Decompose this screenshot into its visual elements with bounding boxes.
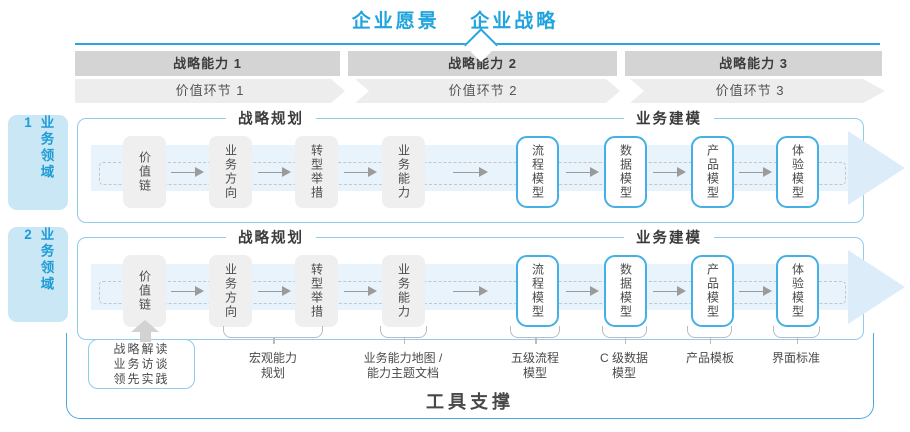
flow-arrow-icon <box>739 286 772 296</box>
domain-1-text: 业务领域 1 <box>20 115 54 181</box>
box-label: 业务能力 <box>396 144 411 200</box>
source-line: 领先实践 <box>113 371 170 386</box>
diagram-title: 企业愿景 企业战略 <box>0 6 910 33</box>
box-label: 产品模型 <box>705 263 720 319</box>
box-label: 体验模型 <box>790 144 805 200</box>
capability-bar-1-label: 战略能力 1 <box>173 56 242 71</box>
box-business-capability: 业务能力 <box>382 255 425 327</box>
bracket-icon <box>380 326 427 344</box>
flow-arrow-icon <box>566 286 599 296</box>
box-data-model: 数据模型 <box>604 255 647 327</box>
box-label: 流程模型 <box>530 144 545 200</box>
note-capability-map-docs: 业务能力地图 / 能力主题文档 <box>363 351 443 380</box>
note-c-level-data-model: C 级数据 模型 <box>599 351 649 380</box>
capability-bar-2: 战略能力 2 <box>348 51 617 76</box>
note-five-level-process-model: 五级流程 模型 <box>510 351 560 380</box>
flow-arrow-icon <box>566 167 599 177</box>
value-link-3-label: 价值环节 3 <box>715 83 785 98</box>
capability-bar-3-label: 战略能力 3 <box>719 56 788 71</box>
box-label: 业务能力 <box>396 263 411 319</box>
modeling-header: 业务建模 <box>624 107 714 129</box>
box-label: 价值链 <box>137 151 152 193</box>
capability-bar-1: 战略能力 1 <box>75 51 340 76</box>
planning-header: 战略规划 <box>226 226 316 248</box>
flow-arrow-icon <box>344 286 377 296</box>
value-link-1-label: 价值环节 1 <box>175 83 245 98</box>
box-label: 数据模型 <box>618 263 633 319</box>
bracket-icon <box>773 326 820 344</box>
planning-header: 战略规划 <box>226 107 316 129</box>
flow-arrow-icon <box>653 286 686 296</box>
flow-arrow-icon <box>653 167 686 177</box>
strategy-sources-box: 战略解读 业务访谈 领先实践 <box>88 339 195 389</box>
up-arrow-icon <box>140 331 151 342</box>
note-ui-standard: 界面标准 <box>771 351 821 365</box>
box-experience-model: 体验模型 <box>776 136 819 208</box>
domain-2-text: 业务领域 2 <box>20 227 54 293</box>
box-label: 转型举措 <box>309 144 324 200</box>
note-macro-capability-planning: 宏观能力 规划 <box>248 351 298 380</box>
modeling-header: 业务建模 <box>624 226 714 248</box>
box-label: 业务方向 <box>223 263 238 319</box>
flow-arrow-icon <box>453 286 488 296</box>
box-label: 体验模型 <box>790 263 805 319</box>
source-line: 业务访谈 <box>113 356 170 371</box>
tool-support-label: 工具支撑 <box>426 392 514 412</box>
box-label: 价值链 <box>137 270 152 312</box>
box-business-direction: 业务方向 <box>209 255 252 327</box>
domain-2-flow-row: 战略规划 业务建模 价值链 业务方向 转型举措 业务能力 流程模型 数据模型 产… <box>77 226 905 340</box>
bracket-icon <box>687 326 732 344</box>
bracket-icon <box>223 326 323 344</box>
value-link-2-label: 价值环节 2 <box>448 83 518 98</box>
box-label: 转型举措 <box>309 263 324 319</box>
title-vision: 企业愿景 <box>351 11 440 32</box>
box-label: 产品模型 <box>705 144 720 200</box>
domain-label-2: 业务领域 2 <box>8 227 68 322</box>
box-business-capability: 业务能力 <box>382 136 425 208</box>
box-product-model: 产品模型 <box>691 136 734 208</box>
domain-1-flow-row: 战略规划 业务建模 价值链 业务方向 转型举措 业务能力 流程模型 数据模型 产… <box>77 107 905 223</box>
capability-bar-2-label: 战略能力 2 <box>448 56 517 71</box>
flow-arrow-icon <box>258 286 291 296</box>
flow-arrow-icon <box>171 286 204 296</box>
flow-band-arrowhead-icon <box>848 250 905 324</box>
flow-arrow-icon <box>344 167 377 177</box>
dashed-track <box>99 162 846 185</box>
tool-support-container: 工具支撑 <box>66 333 874 419</box>
box-process-model: 流程模型 <box>516 136 559 208</box>
dashed-track <box>99 281 846 304</box>
box-data-model: 数据模型 <box>604 136 647 208</box>
box-value-chain: 价值链 <box>123 255 166 327</box>
box-label: 业务方向 <box>223 144 238 200</box>
bracket-icon <box>602 326 647 344</box>
up-arrow-head-icon <box>131 320 159 332</box>
domain-label-1: 业务领域 1 <box>8 115 68 210</box>
capability-bar-3: 战略能力 3 <box>625 51 882 76</box>
box-value-chain: 价值链 <box>123 136 166 208</box>
box-label: 流程模型 <box>530 263 545 319</box>
title-strategy: 企业战略 <box>470 11 559 32</box>
flow-band-arrowhead-icon <box>848 131 905 205</box>
box-label: 数据模型 <box>618 144 633 200</box>
flow-arrow-icon <box>453 167 488 177</box>
box-transformation-initiatives: 转型举措 <box>295 255 338 327</box>
box-product-model: 产品模型 <box>691 255 734 327</box>
flow-arrow-icon <box>171 167 204 177</box>
value-chain-band <box>75 79 885 103</box>
box-experience-model: 体验模型 <box>776 255 819 327</box>
box-business-direction: 业务方向 <box>209 136 252 208</box>
source-line: 战略解读 <box>113 341 170 356</box>
note-product-template: 产品模板 <box>685 351 735 365</box>
flow-arrow-icon <box>739 167 772 177</box>
box-process-model: 流程模型 <box>516 255 559 327</box>
flow-arrow-icon <box>258 167 291 177</box>
box-transformation-initiatives: 转型举措 <box>295 136 338 208</box>
bracket-icon <box>510 326 560 344</box>
